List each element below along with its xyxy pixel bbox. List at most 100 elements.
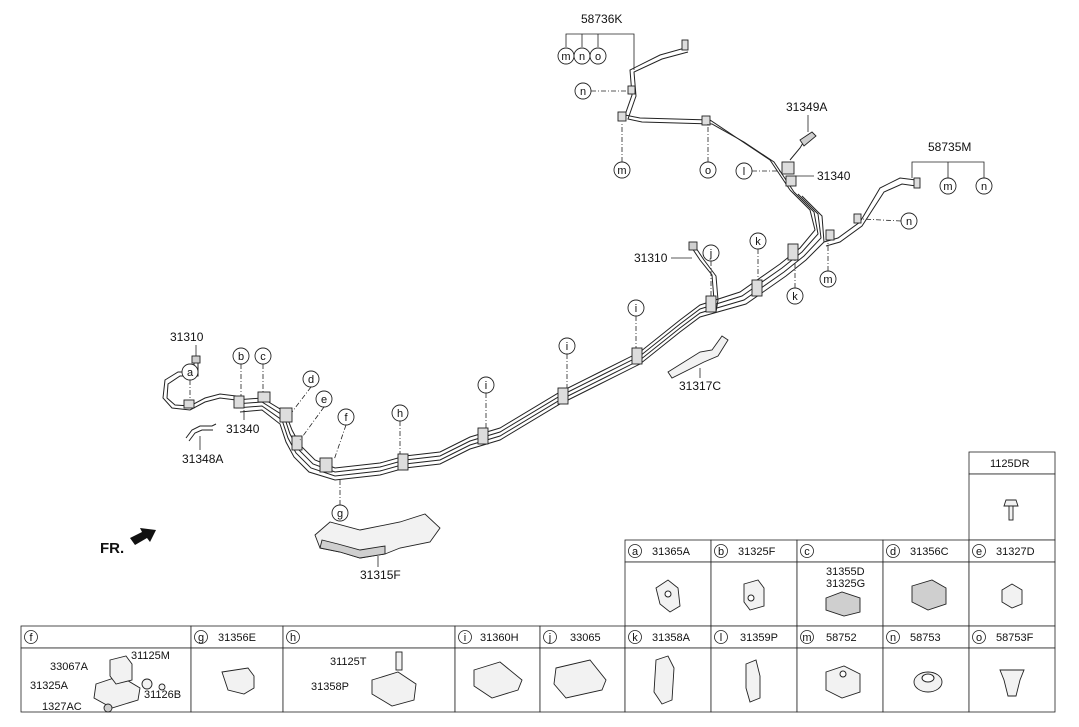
svg-text:31356E: 31356E (218, 632, 256, 644)
svg-text:58753F: 58753F (996, 632, 1034, 644)
svg-text:m: m (943, 181, 952, 193)
callout-31349a: 31349A (786, 100, 827, 132)
table-header-o: o 58753F (972, 630, 1034, 644)
svg-text:a: a (187, 367, 194, 379)
label-31358p: 31358P (311, 681, 349, 693)
clamp-icon (825, 591, 861, 617)
svg-text:n: n (981, 181, 987, 193)
callout-31317c: 31317C (679, 368, 721, 393)
svg-text:58752: 58752 (826, 632, 857, 644)
svg-text:n: n (579, 51, 585, 63)
table-header-d: d 31356C (886, 544, 949, 558)
svg-text:b: b (718, 546, 724, 558)
svg-text:e: e (321, 394, 327, 406)
front-label: FR. (100, 540, 124, 557)
callout-31315f: 31315F (360, 556, 401, 582)
svg-text:f: f (344, 412, 348, 424)
svg-text:58736K: 58736K (581, 12, 622, 26)
callout-31310-mid: 31310 (634, 251, 692, 265)
svg-text:j: j (548, 632, 551, 644)
svg-text:i: i (635, 303, 637, 315)
table-header-n: n 58753 (886, 630, 941, 644)
svg-text:31327D: 31327D (996, 546, 1035, 558)
bracket-assembly-icon (93, 655, 166, 713)
callout-31348a: 31348A (182, 436, 223, 466)
svg-text:h: h (290, 632, 296, 644)
clip-icon (655, 579, 681, 613)
svg-text:31325F: 31325F (738, 546, 776, 558)
clip-icon (553, 659, 607, 699)
svg-text:m: m (802, 632, 811, 644)
svg-text:31317C: 31317C (679, 379, 721, 393)
svg-text:o: o (595, 51, 601, 63)
clamp-icon (911, 579, 947, 611)
svg-text:31365A: 31365A (652, 546, 691, 558)
svg-text:31360H: 31360H (480, 632, 519, 644)
clip-icon (653, 655, 675, 705)
shield-clip-icon (221, 667, 255, 695)
svg-text:31355D: 31355D (826, 566, 865, 578)
table-header-b: b 31325F (714, 544, 776, 558)
label-33067a: 33067A (50, 661, 89, 673)
svg-text:33065: 33065 (570, 632, 601, 644)
svg-text:n: n (890, 632, 896, 644)
diagram-letter-callouts: n m o l n m k k j i i i h g (181, 82, 918, 522)
main-pipe-bundle (162, 39, 921, 481)
bolt-clip-icon (371, 651, 417, 707)
table-header-f: f (24, 630, 38, 644)
svg-text:31348A: 31348A (182, 452, 223, 466)
clip-icon (473, 661, 523, 699)
svg-text:n: n (580, 86, 586, 98)
svg-text:e: e (976, 546, 982, 558)
svg-text:31349A: 31349A (786, 100, 827, 114)
table-header-a: a 31365A (628, 544, 691, 558)
callout-31340-top: 31340 (796, 169, 851, 183)
clamp-icon (743, 579, 765, 611)
callout-circle-o (589, 47, 607, 65)
svg-text:m: m (617, 165, 626, 177)
label-31125t: 31125T (330, 656, 367, 668)
svg-text:31358A: 31358A (652, 632, 691, 644)
svg-text:l: l (743, 166, 745, 178)
callout-31310-left: 31310 (170, 330, 204, 356)
callout-58735m: 58735M m n (911, 140, 993, 195)
label-31126b: 31126B (144, 689, 181, 701)
table-header-g: g 31356E (194, 630, 256, 644)
grommet-icon (825, 665, 861, 699)
grommet-icon (913, 671, 943, 693)
svg-text:31356C: 31356C (910, 546, 949, 558)
svg-text:d: d (308, 374, 314, 386)
svg-text:k: k (632, 632, 638, 644)
svg-text:31325G: 31325G (826, 578, 865, 590)
callout-58736k: 58736K m n o (557, 12, 635, 70)
svg-text:o: o (705, 165, 711, 177)
table-header-l: l 31359P (714, 630, 778, 644)
label-31325a: 31325A (30, 680, 69, 692)
svg-text:m: m (823, 274, 832, 286)
svg-text:g: g (198, 632, 204, 644)
part-31315f-shield (314, 513, 441, 559)
svg-text:l: l (720, 632, 722, 644)
table-header-h: h (286, 630, 300, 644)
svg-text:58753: 58753 (910, 632, 941, 644)
table-header-k: k 31358A (628, 630, 691, 644)
clip-icon (1001, 583, 1023, 609)
parts-table: 1125DR (20, 451, 1056, 713)
table-header-m: m 58752 (800, 630, 857, 644)
svg-text:k: k (755, 236, 761, 248)
svg-text:n: n (906, 216, 912, 228)
svg-text:58735M: 58735M (928, 140, 971, 154)
svg-text:d: d (890, 546, 896, 558)
svg-text:31340: 31340 (817, 169, 851, 183)
svg-text:i: i (485, 380, 487, 392)
svg-text:31310: 31310 (634, 251, 668, 265)
front-arrow-icon (130, 528, 156, 545)
svg-text:c: c (260, 351, 266, 363)
svg-text:i: i (464, 632, 466, 644)
table-header-c: c 31355D 31325G (800, 544, 865, 590)
svg-text:h: h (397, 408, 403, 420)
svg-text:i: i (566, 341, 568, 353)
svg-text:j: j (709, 248, 712, 260)
table-header-i: i 31360H (458, 630, 519, 644)
